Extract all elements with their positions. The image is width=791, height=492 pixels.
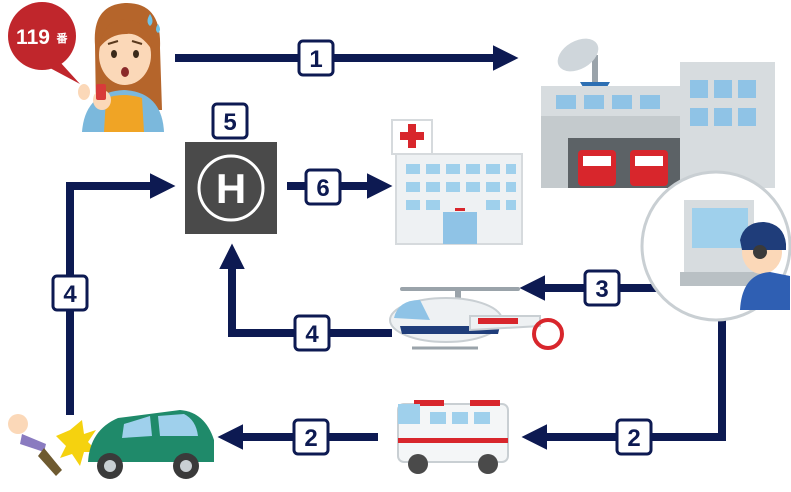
step-label-1: 1: [309, 46, 322, 73]
hospital-illustration: [391, 119, 523, 245]
step-box-2-right: 2: [615, 418, 653, 456]
helicopter-illustration: [389, 287, 564, 350]
step-box-2-left: 2: [292, 418, 330, 456]
step-box-4-heli: 4: [293, 314, 331, 352]
fire-station-illustration: [541, 38, 775, 188]
step-box-1: 1: [297, 39, 335, 77]
ambulance-illustration: [397, 400, 509, 474]
emergency-call-bubble: 119 番: [8, 2, 80, 84]
step-label-3: 3: [595, 276, 608, 303]
arrow-4-heli: [219, 243, 392, 337]
step-box-4-left: 4: [51, 274, 89, 312]
step-box-3: 3: [583, 269, 621, 307]
step-label-5: 5: [223, 109, 236, 136]
accident-illustration: [8, 410, 214, 479]
step-label-2b: 2: [627, 425, 640, 452]
step-label-2a: 2: [304, 425, 317, 452]
bubble-suffix: 番: [56, 31, 69, 45]
arrow-2-right: [521, 318, 726, 450]
arrow-4-left: [66, 173, 176, 415]
caller-illustration: [78, 2, 164, 132]
step-label-4a: 4: [63, 281, 77, 308]
step-label-4b: 4: [305, 321, 319, 348]
step-label-6: 6: [316, 175, 329, 202]
dispatcher-illustration: [640, 170, 791, 322]
step-box-6: 6: [304, 168, 342, 206]
helipad: H: [185, 142, 277, 234]
step-box-5: 5: [211, 102, 249, 140]
bubble-number: 119: [16, 26, 50, 49]
helipad-letter: H: [216, 165, 246, 212]
